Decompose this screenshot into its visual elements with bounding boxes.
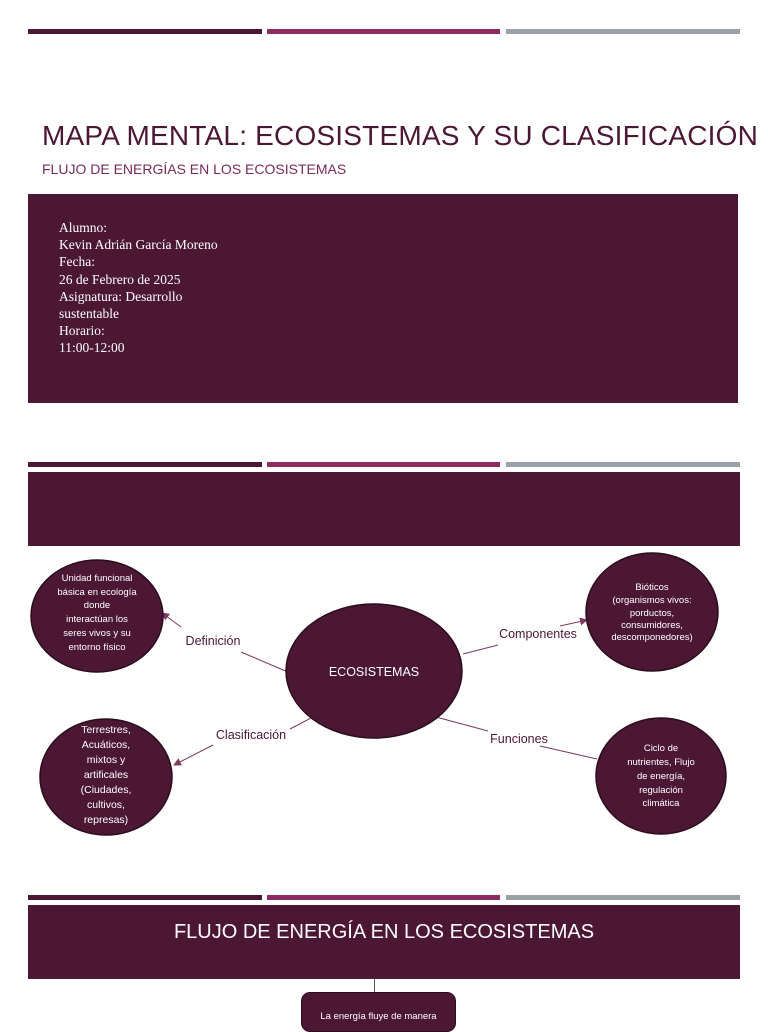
connector-funciones <box>435 716 489 732</box>
label-definicion: Definición <box>186 634 241 648</box>
node-clasificacion-text: cultivos, <box>87 799 125 811</box>
header-bar-accent <box>267 29 500 34</box>
node-funciones <box>595 717 727 835</box>
node-funciones-text: regulación <box>639 785 683 796</box>
node-clasificacion <box>39 718 173 836</box>
node-clasificacion-text: Terrestres, <box>81 724 131 736</box>
info-line: Fecha: <box>59 254 95 270</box>
center-node-label: ECOSISTEMAS <box>329 665 419 679</box>
slide2-bar-dark <box>28 462 262 467</box>
student-info: Alumno: Kevin Adrián García Moreno Fecha… <box>59 219 218 357</box>
node-clasificacion-text: Acuáticos, <box>82 739 130 751</box>
flow-connector <box>374 979 375 993</box>
node-definicion-text: donde <box>84 600 110 611</box>
connector-definicion <box>240 651 289 673</box>
arrow-funciones <box>539 745 598 760</box>
node-clasificacion-text: artificales <box>84 769 128 781</box>
header-bar-dark <box>28 29 262 34</box>
arrow-definicion <box>161 612 182 628</box>
slide3-bar-dark <box>28 895 262 900</box>
label-componentes: Componentes <box>499 627 577 641</box>
info-line: Alumno: <box>59 220 108 235</box>
info-line: Kevin Adrián García Moreno <box>59 237 218 253</box>
slide2-title-band <box>28 472 740 546</box>
info-line: sustentable <box>59 306 119 322</box>
page-title: MAPA MENTAL: ECOSISTEMAS Y SU CLASIFICAC… <box>42 120 759 151</box>
arrow-componentes <box>559 617 588 627</box>
page-subtitle: FLUJO DE ENERGÍAS EN LOS ECOSISTEMAS <box>42 161 347 177</box>
node-funciones-text: de energía, <box>637 771 685 782</box>
node-componentes-text: (organismos vivos: <box>612 595 691 606</box>
info-line: Horario: <box>59 323 105 339</box>
connector-componentes <box>462 644 499 655</box>
flow-box: La energía fluye de manera <box>301 992 456 1032</box>
node-definicion-text: Unidad funcional <box>62 573 133 584</box>
node-clasificacion-text: represas) <box>84 814 128 826</box>
node-definicion-text: seres vivos y su <box>63 628 131 639</box>
info-panel <box>28 194 738 403</box>
info-line: Asignatura: Desarrollo <box>59 288 183 304</box>
header-bar-gray <box>506 29 740 34</box>
slide3-title-band: FLUJO DE ENERGÍA EN LOS ECOSISTEMAS <box>28 905 740 979</box>
slide2-bar-accent <box>267 462 500 467</box>
node-componentes <box>585 552 719 672</box>
slide3-title: FLUJO DE ENERGÍA EN LOS ECOSISTEMAS <box>173 921 595 943</box>
node-funciones-text: climática <box>643 798 681 809</box>
node-funciones-text: Ciclo de <box>644 743 678 754</box>
node-definicion-text: básica en ecología <box>57 587 137 598</box>
mind-map: Definición Componentes Clasificación Fun… <box>30 552 727 836</box>
node-componentes-text: Bióticos <box>635 582 669 593</box>
node-componentes-text: consumidores, <box>621 620 683 631</box>
node-clasificacion-text: mixtos y <box>87 754 126 766</box>
node-definicion-text: interactúan los <box>66 614 128 625</box>
connector-clasificacion <box>289 717 312 730</box>
node-componentes-text: descomponedores) <box>611 632 692 643</box>
slide2-bar-gray <box>506 462 740 467</box>
node-clasificacion-text: (Ciudades, <box>81 784 132 796</box>
info-line: 26 de Febrero de 2025 <box>59 271 181 287</box>
node-definicion-text: entorno físico <box>68 642 125 653</box>
slide3-bar-gray <box>506 895 740 900</box>
info-line: 11:00-12:00 <box>59 340 125 356</box>
center-node <box>285 603 463 739</box>
node-componentes-text: porductos, <box>630 608 674 619</box>
node-definicion <box>30 559 164 673</box>
label-clasificacion: Clasificación <box>216 728 286 742</box>
label-funciones: Funciones <box>490 732 548 746</box>
arrow-clasificacion <box>173 744 214 766</box>
slide3-bar-accent <box>267 895 500 900</box>
node-funciones-text: nutrientes, Flujo <box>627 757 695 768</box>
